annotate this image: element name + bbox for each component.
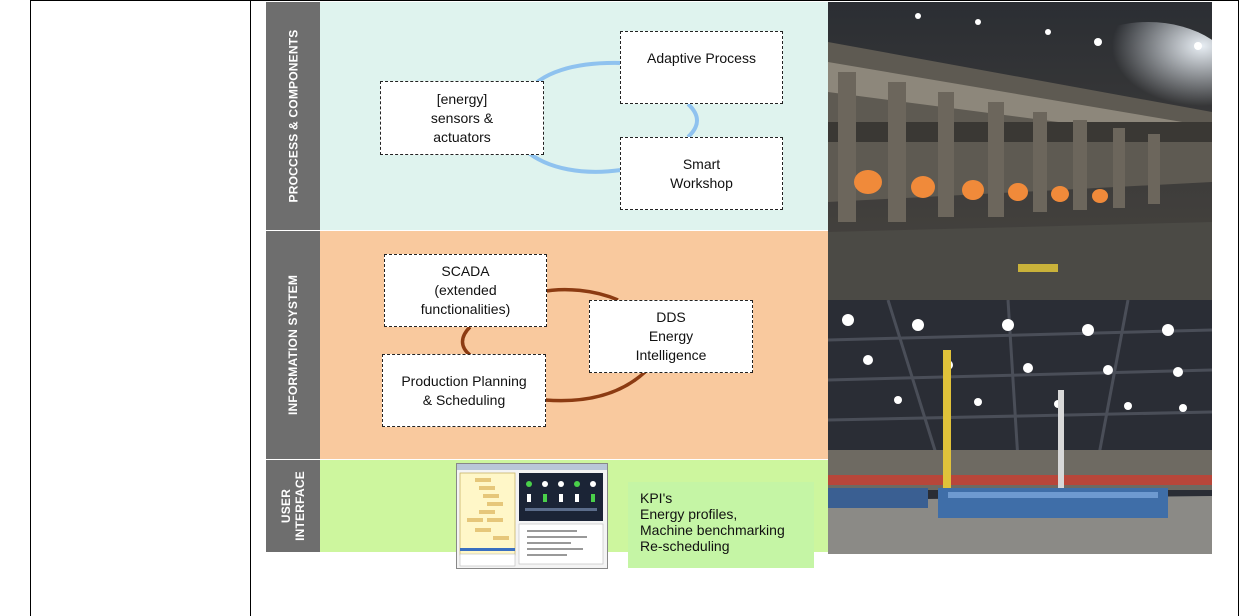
layer-label-information: INFORMATION SYSTEM <box>266 231 320 459</box>
ui-screenshot-thumbnail <box>456 463 608 569</box>
frame-divider <box>250 0 251 616</box>
production-planning-box: Production Planning & Scheduling <box>382 354 546 427</box>
ui-features-list: KPI's Energy profiles, Machine benchmark… <box>628 482 814 568</box>
frame-top-border <box>30 0 1239 1</box>
info-link-top <box>539 287 619 302</box>
smart-workshop-box: Smart Workshop <box>620 137 783 210</box>
factory-photo <box>828 2 1212 300</box>
ui-feature-kpis: KPI's <box>640 490 673 506</box>
adaptive-process-box: Adaptive Process <box>620 31 783 104</box>
layer-label-process: PROCCESS & COMPONENTS <box>266 2 320 230</box>
ui-screenshot-drawing <box>457 464 607 567</box>
sensors-box: [energy] sensors & actuators <box>380 81 544 155</box>
frame-left-border <box>30 0 31 616</box>
ui-feature-rescheduling: Re-scheduling <box>640 538 730 554</box>
frame-right-border <box>1238 0 1239 616</box>
warehouse-photo <box>828 300 1212 554</box>
info-link-left <box>460 325 472 357</box>
dds-box: DDS Energy Intelligence <box>589 300 753 373</box>
ui-feature-energy-profiles: Energy profiles, <box>640 506 738 522</box>
process-link-right <box>686 102 699 139</box>
factory-photo-drawing <box>828 2 1212 300</box>
ui-feature-machine-benchmarking: Machine benchmarking <box>640 522 785 538</box>
scada-box: SCADA (extended functionalities) <box>384 254 547 327</box>
process-link-bottom <box>523 148 622 174</box>
layer-label-ui: USER INTERFACE <box>266 460 320 552</box>
warehouse-photo-drawing <box>828 300 1212 554</box>
info-link-bottom <box>544 370 647 403</box>
